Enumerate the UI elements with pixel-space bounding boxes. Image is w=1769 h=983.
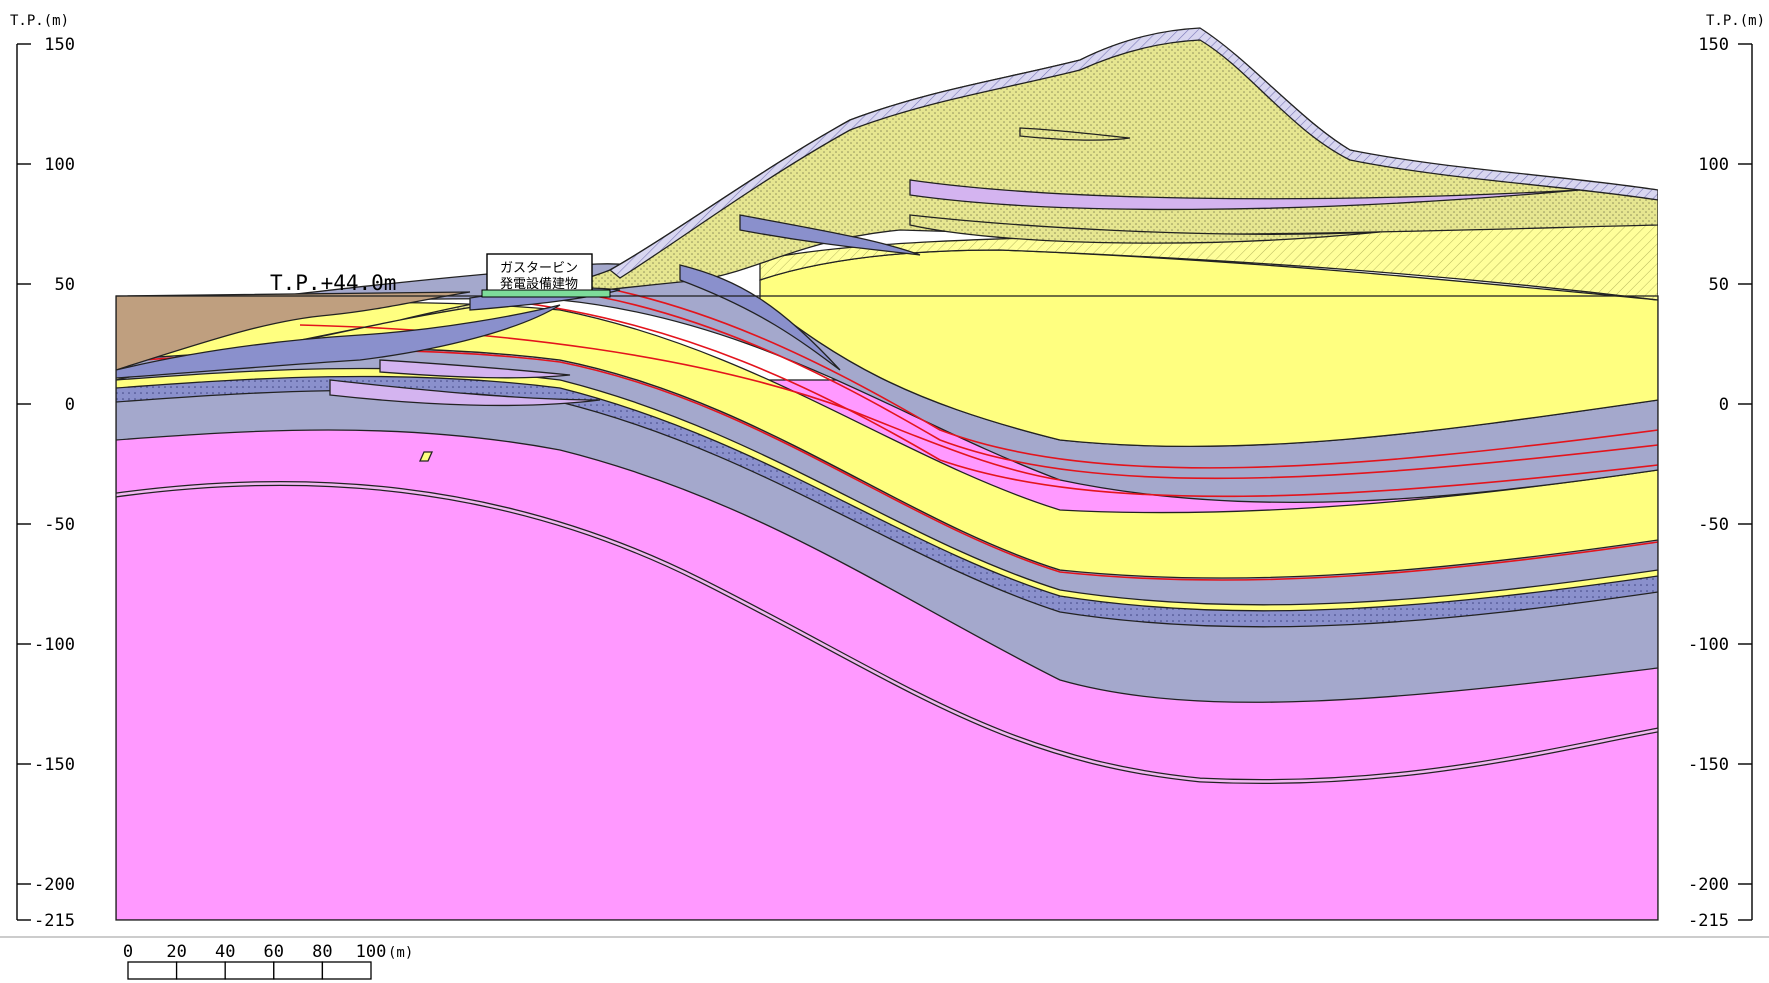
right-elevation-axis: T.P.(m) 150 100 50 0 -50 -100 -150 -200 -215: [1688, 13, 1765, 931]
olive-lens-b: [909, 214, 1381, 244]
right-axis-tick-label: -150: [1688, 755, 1729, 775]
scale-bar-tick-label: 60: [264, 942, 284, 962]
fault-line-c: [499, 299, 1658, 498]
building-label-line2: 発電設備建物: [500, 276, 578, 292]
scale-bar-unit: (m): [388, 945, 413, 961]
left-axis-tick-label: -100: [34, 635, 75, 655]
brown-fill-left: [116, 291, 471, 371]
right-axis-unit: T.P.(m): [1706, 13, 1765, 29]
scale-bar-tick-label: 80: [312, 942, 332, 962]
left-axis-unit: T.P.(m): [10, 13, 69, 29]
section-body: [116, 27, 1658, 920]
olive-lens-a: [1019, 127, 1131, 141]
blue-wedge-upper-b: [679, 264, 841, 371]
left-axis-tick-label: 0: [65, 395, 75, 415]
right-axis-tick-label: -200: [1688, 875, 1729, 895]
right-axis-tick-label: -50: [1698, 515, 1729, 535]
left-axis-tick-label: 150: [44, 35, 75, 55]
scale-bar-tick-label: 40: [215, 942, 235, 962]
scale-bar-tick-label: 0: [123, 942, 133, 962]
blue-wedge-left-a: [116, 304, 561, 379]
building-footprint: [481, 289, 611, 298]
fault-line-a: [559, 279, 1658, 469]
right-axis-tick-label: -215: [1688, 911, 1729, 931]
lavender-lens-left2: [379, 359, 571, 379]
yellow-main-band: [116, 301, 1658, 579]
scale-bar-tick-label: 20: [166, 942, 186, 962]
section-frame: [115, 295, 1659, 921]
scale-bar-segment: [224, 961, 275, 980]
building-callout: ガスタービン 発電設備建物: [481, 253, 611, 298]
small-lens-marker: [418, 451, 434, 462]
left-axis-tick-label: 50: [55, 275, 75, 295]
right-axis-tick-label: 100: [1698, 155, 1729, 175]
ground-level-annotation: T.P.+44.0m: [270, 271, 396, 295]
left-axis-tick-label: 100: [44, 155, 75, 175]
lavender-lens-upper: [909, 179, 1581, 211]
left-axis-tick-label: -150: [34, 755, 75, 775]
left-axis-tick-label: -200: [34, 875, 75, 895]
ground-level-label: T.P.+44.0m: [270, 271, 396, 295]
scale-bar: 0 20 40 60 80 100(m): [123, 942, 413, 980]
scale-bar-segment: [321, 961, 372, 980]
right-axis-tick-label: 50: [1709, 275, 1729, 295]
scale-bar-segment: [175, 961, 226, 980]
scale-bar-segment: [273, 961, 324, 980]
scale-bar-tick-label: 100: [356, 942, 387, 962]
right-axis-tick-label: 150: [1698, 35, 1729, 55]
scale-bar-segment: [127, 961, 178, 980]
blue-wedge-upper-a: [739, 214, 921, 256]
surface-crust-hatch: [608, 27, 1658, 279]
right-axis-tick-label: 0: [1719, 395, 1729, 415]
building-label-line1: ガスタービン: [500, 261, 578, 276]
left-elevation-axis: T.P.(m) 150 100 50 0 -50 -100 -150 -200 -215: [10, 13, 75, 931]
fault-line-b: [559, 289, 1658, 480]
left-axis-tick-label: -50: [44, 515, 75, 535]
right-axis-tick-label: -100: [1688, 635, 1729, 655]
left-axis-tick-label: -215: [34, 911, 75, 931]
lavender-lens-left: [329, 379, 601, 407]
